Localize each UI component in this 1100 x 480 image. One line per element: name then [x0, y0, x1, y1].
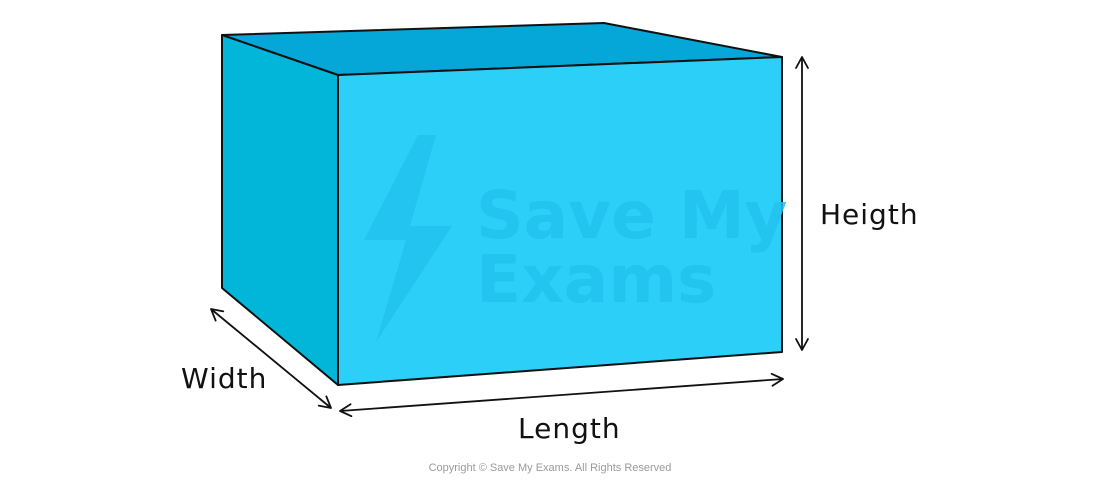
lightning-bolt-icon [364, 135, 452, 342]
watermark-line-1: Save My [476, 177, 788, 254]
width-arrow [210, 308, 332, 409]
cuboid-front-face [337, 56, 783, 386]
length-label: Length [518, 412, 621, 445]
height-label: Heigth [820, 198, 919, 231]
watermark-logo: Save My Exams [364, 135, 788, 342]
watermark-line-2: Exams [476, 241, 716, 318]
copyright-text: Copyright © Save My Exams. All Rights Re… [429, 462, 672, 474]
length-arrow [339, 372, 784, 418]
width-label: Width [181, 362, 267, 395]
